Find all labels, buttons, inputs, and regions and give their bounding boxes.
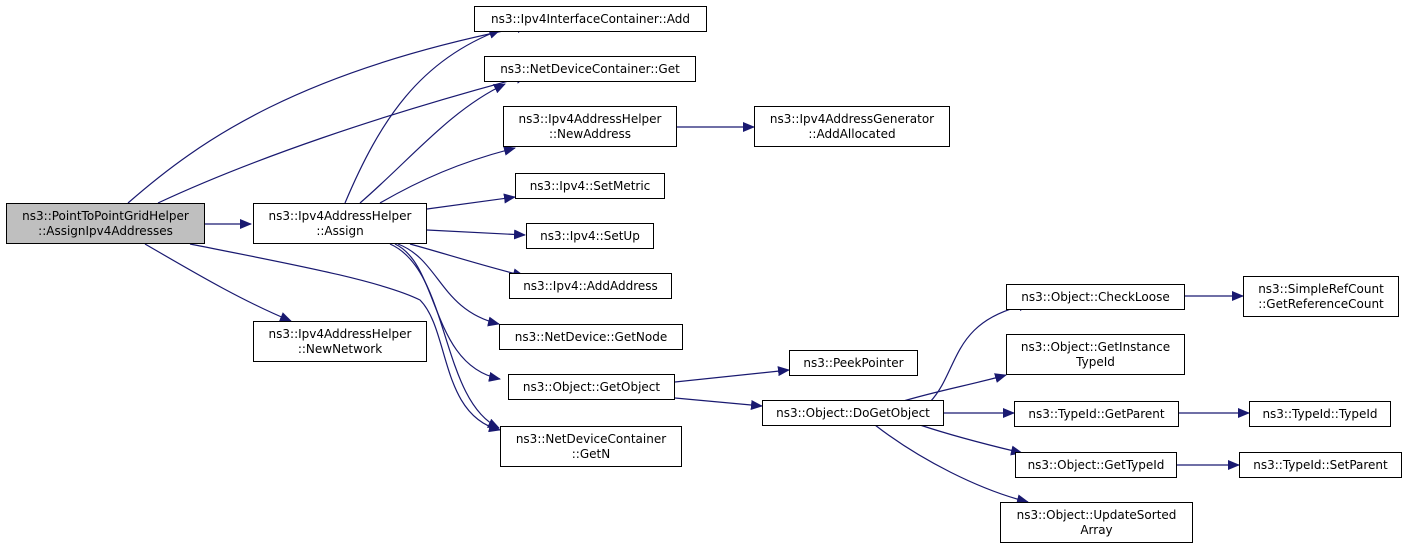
node-simplerefcount-getreferencecount[interactable]: ns3::SimpleRefCount ::GetReferenceCount [1243, 276, 1399, 317]
node-object-getobject[interactable]: ns3::Object::GetObject [508, 374, 675, 400]
node-object-gettypeid[interactable]: ns3::Object::GetTypeId [1015, 452, 1177, 478]
edge-assign-getnode [397, 243, 500, 327]
node-netdevice-getnode[interactable]: ns3::NetDevice::GetNode [499, 324, 683, 350]
edge-root-ndc_get [157, 73, 528, 204]
node-ipv4addresshelper-newnetwork[interactable]: ns3::Ipv4AddressHelper ::NewNetwork [253, 321, 427, 362]
edge-assign-ndc_getn [389, 243, 500, 429]
node-label-line2: ::AddAllocated [808, 126, 896, 141]
node-label-line1: ns3::Object::GetObject [522, 379, 661, 394]
node-label-line1: ns3::PointToPointGridHelper [22, 208, 189, 223]
edge-getobject-dogetobject [674, 397, 763, 410]
node-ipv4-setup[interactable]: ns3::Ipv4::SetUp [526, 223, 654, 249]
node-pointtopointgridhelper-assignipv4addresses[interactable]: ns3::PointToPointGridHelper ::AssignIpv4… [6, 203, 205, 244]
edge-root-ifc_add [127, 23, 529, 204]
node-ipv4interfacecontainer-add[interactable]: ns3::Ipv4InterfaceContainer::Add [474, 6, 707, 32]
node-label-line1: ns3::Ipv4::AddAddress [523, 278, 658, 293]
node-netdevicecontainer-get[interactable]: ns3::NetDeviceContainer::Get [484, 56, 696, 82]
node-label-line2: ::NewNetwork [297, 341, 383, 356]
node-object-dogetobject[interactable]: ns3::Object::DoGetObject [762, 400, 944, 426]
edge-assign-ndc_get [359, 83, 506, 204]
node-label-line1: ns3::Object::GetInstance [1020, 339, 1171, 354]
node-netdevicecontainer-getn[interactable]: ns3::NetDeviceContainer ::GetN [500, 426, 682, 467]
edge-dogetobject-getinstancetypeid [899, 373, 1007, 403]
node-label-line1: ns3::PeekPointer [803, 355, 904, 370]
edge-dogetobject-checkloose [929, 301, 1031, 403]
edge-getobject-peekpointer [674, 366, 790, 383]
edge-assign-setmetric [426, 193, 516, 210]
node-object-getinstancetypeid[interactable]: ns3::Object::GetInstance TypeId [1006, 334, 1185, 375]
edge-root-newnetwork [144, 243, 292, 322]
node-label-line1: ns3::TypeId::SetParent [1253, 457, 1388, 472]
node-label-line2: ::NewAddress [548, 126, 632, 141]
node-label-line2: ::Assign [316, 223, 364, 238]
node-label-line1: ns3::TypeId::GetParent [1028, 406, 1165, 421]
node-ipv4addresshelper-assign[interactable]: ns3::Ipv4AddressHelper ::Assign [253, 203, 427, 244]
node-label-line1: ns3::SimpleRefCount [1258, 281, 1384, 296]
node-peekpointer[interactable]: ns3::PeekPointer [789, 350, 918, 376]
edge-dogetobject-updatesorted [874, 424, 1029, 505]
edge-assign-newaddress [379, 145, 516, 204]
node-label-line1: ns3::Ipv4::SetUp [540, 228, 640, 243]
node-label-line2: Array [1080, 522, 1113, 537]
edge-root-ndc_getn [189, 243, 501, 433]
node-label-line1: ns3::NetDevice::GetNode [514, 329, 668, 344]
node-typeid-typeid[interactable]: ns3::TypeId::TypeId [1249, 401, 1391, 427]
node-typeid-getparent[interactable]: ns3::TypeId::GetParent [1014, 401, 1179, 427]
node-label-line1: ns3::Ipv4AddressHelper [268, 326, 412, 341]
node-typeid-setparent[interactable]: ns3::TypeId::SetParent [1239, 452, 1402, 478]
node-label-line1: ns3::NetDeviceContainer::Get [500, 61, 680, 76]
edge-assign-addaddress [409, 243, 525, 279]
node-label-line1: ns3::NetDeviceContainer [515, 431, 667, 446]
node-label-line1: ns3::TypeId::TypeId [1262, 406, 1378, 421]
edge-assign-ifc_add [344, 29, 501, 204]
edge-assign-setup [426, 229, 526, 240]
edge-dogetobject-gettypeid [919, 424, 1023, 456]
node-ipv4-setmetric[interactable]: ns3::Ipv4::SetMetric [515, 173, 665, 199]
node-label-line2: ::GetReferenceCount [1258, 296, 1384, 311]
node-label-line1: ns3::Object::CheckLoose [1021, 289, 1170, 304]
node-label-line1: ns3::Object::UpdateSorted [1016, 507, 1177, 522]
node-object-updatesortedarray[interactable]: ns3::Object::UpdateSorted Array [1000, 502, 1193, 543]
node-label-line2: TypeId [1076, 354, 1115, 369]
node-label-line1: ns3::Ipv4::SetMetric [529, 178, 651, 193]
node-label-line1: ns3::Ipv4AddressGenerator [769, 111, 935, 126]
node-ipv4addresshelper-newaddress[interactable]: ns3::Ipv4AddressHelper ::NewAddress [503, 106, 677, 147]
node-object-checkloose[interactable]: ns3::Object::CheckLoose [1006, 284, 1185, 310]
node-ipv4addressgenerator-addallocated[interactable]: ns3::Ipv4AddressGenerator ::AddAllocated [754, 106, 950, 147]
node-label-line1: ns3::Ipv4InterfaceContainer::Add [491, 11, 690, 26]
node-label-line2: ::AssignIpv4Addresses [38, 223, 173, 238]
node-ipv4-addaddress[interactable]: ns3::Ipv4::AddAddress [509, 273, 672, 299]
node-label-line1: ns3::Object::DoGetObject [776, 405, 930, 420]
node-label-line2: ::GetN [571, 446, 611, 461]
node-label-line1: ns3::Ipv4AddressHelper [518, 111, 662, 126]
node-label-line1: ns3::Ipv4AddressHelper [268, 208, 412, 223]
node-label-line1: ns3::Object::GetTypeId [1027, 457, 1165, 472]
